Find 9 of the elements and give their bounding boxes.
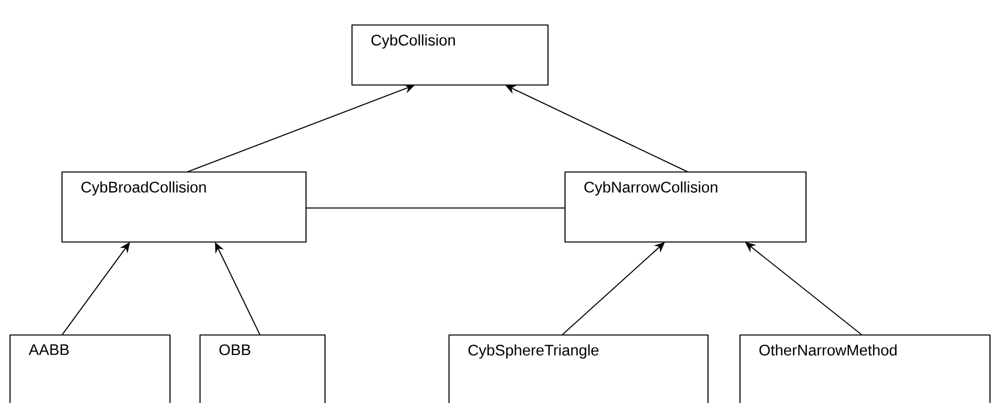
class-box: CybCollision [351,24,549,86]
class-box: CybNarrowCollision [564,171,807,243]
class-box: CybSphereTriangle [448,334,709,403]
class-box: OtherNarrowMethod [739,334,991,403]
class-box: OBB [199,334,326,403]
class-box: AABB [9,334,171,403]
arrow [562,242,665,336]
connector-line [306,207,565,209]
class-box: CybBroadCollision [61,171,307,243]
